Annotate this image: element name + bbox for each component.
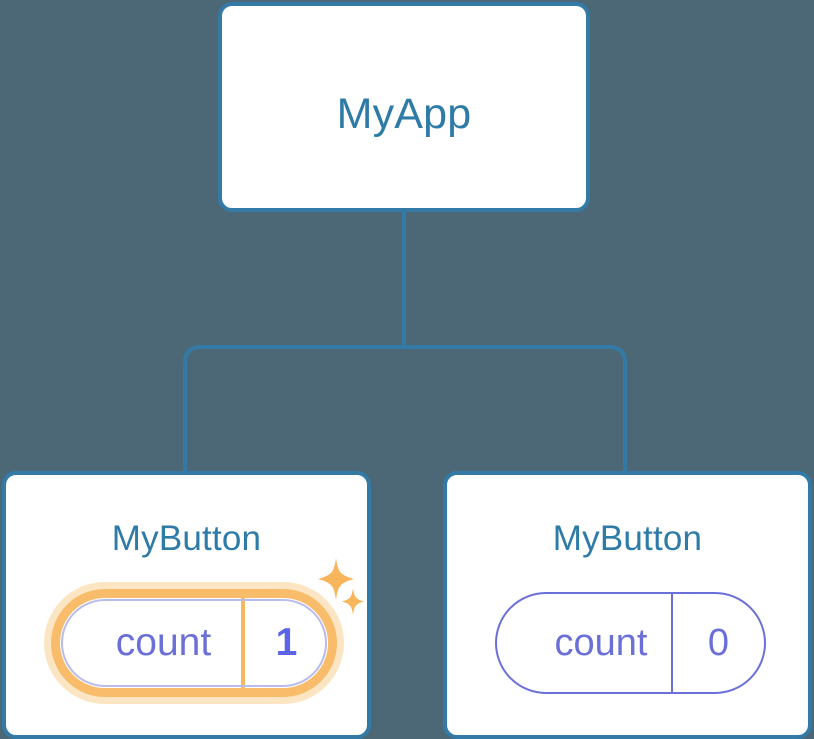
state-key-right: count <box>497 594 673 692</box>
state-pill-highlighted[interactable]: count 1 <box>44 582 344 704</box>
connector-branch-bar <box>183 345 627 471</box>
node-mybutton-left[interactable]: MyButton count 1 <box>2 471 371 739</box>
state-pill-right[interactable]: count 0 <box>495 592 766 694</box>
node-mybutton-right[interactable]: MyButton count 0 <box>443 471 812 739</box>
node-mybutton-left-title: MyButton <box>111 519 262 558</box>
node-myapp-title: MyApp <box>336 90 472 138</box>
state-value-left: 1 <box>275 621 298 664</box>
node-mybutton-right-title: MyButton <box>552 519 703 558</box>
state-key-left: count <box>60 598 245 688</box>
node-myapp[interactable]: MyApp <box>218 2 590 212</box>
state-pill-left[interactable]: count 1 <box>51 589 337 697</box>
state-value-right: 0 <box>707 621 730 664</box>
